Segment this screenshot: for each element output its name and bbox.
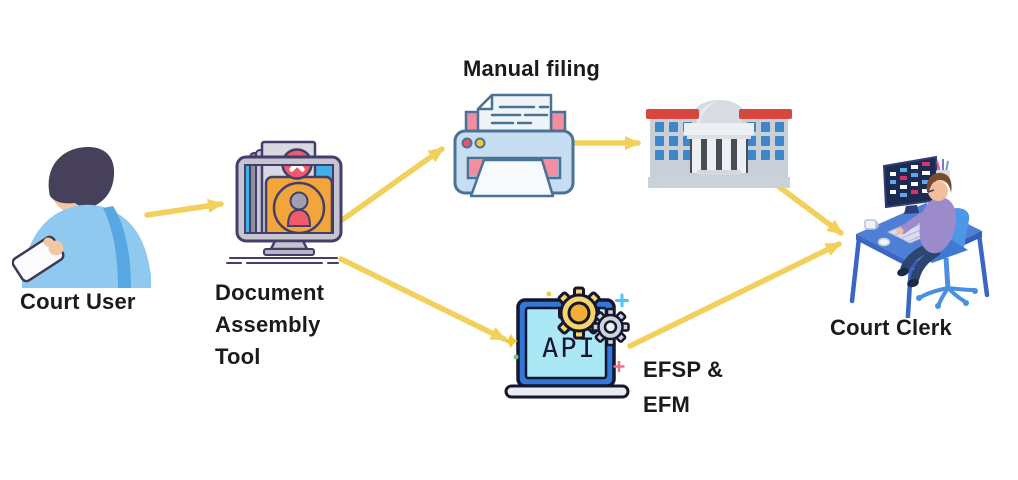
document-assembly-label: Document Assembly Tool	[215, 277, 324, 373]
efsp-efm-label-line2: EFM	[643, 392, 691, 417]
mouse-icon	[877, 237, 891, 247]
document-assembly-label-line3: Tool	[215, 344, 261, 369]
screen-tiles	[890, 162, 930, 197]
document-assembly-label-line2: Assembly	[215, 312, 321, 337]
clerk-at-desk-icon	[849, 155, 990, 318]
person-with-phone-icon	[12, 146, 151, 288]
mug-icon	[864, 219, 879, 230]
arrow-user-to-assembly	[144, 198, 224, 218]
document-assembly-label-line1: Document	[215, 280, 325, 305]
arrow-api-to-clerk	[627, 241, 842, 349]
printer-icon	[453, 93, 575, 198]
monitor-document-error-icon	[226, 140, 343, 264]
arrow-assembly-to-printer	[339, 146, 445, 223]
court-user-label: Court User	[20, 289, 136, 314]
api-screen-text: API	[542, 333, 597, 364]
efsp-efm-label: EFSP & EFM	[643, 352, 723, 422]
courthouse-icon	[646, 100, 792, 188]
arrow-courthouse-to-clerk	[767, 177, 844, 236]
clerk-person	[896, 172, 956, 288]
court-clerk-label: Court Clerk	[830, 315, 952, 340]
arrow-assembly-to-api	[338, 256, 507, 342]
efsp-efm-label-line1: EFSP &	[643, 357, 724, 382]
gear-small-icon	[591, 307, 630, 347]
sparkle-icons	[504, 291, 629, 373]
gear-icon	[557, 286, 601, 340]
laptop-api-gears-icon: API	[504, 286, 630, 399]
manual-filing-label: Manual filing	[463, 56, 601, 81]
